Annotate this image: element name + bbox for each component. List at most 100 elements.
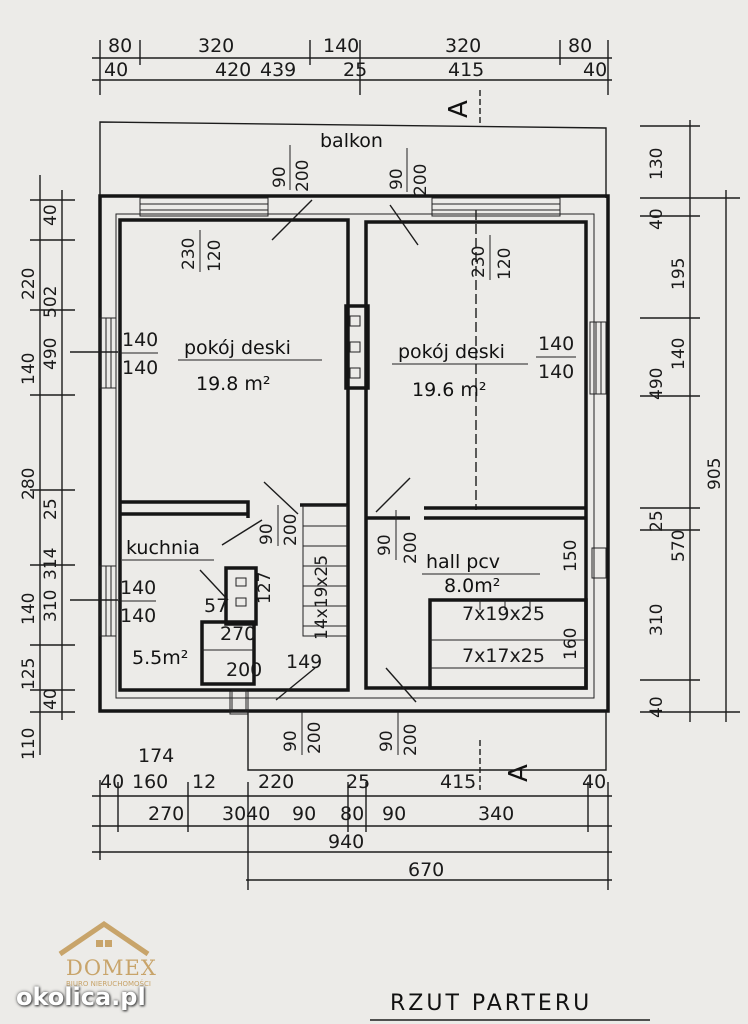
- room-labels: pokój deski 19.8 m² pokój deski 19.6 m² …: [122, 337, 540, 681]
- left-dim-140a: 140: [19, 353, 39, 385]
- bottom-dim-174: 174: [138, 745, 174, 767]
- hall-name: hall pcv: [426, 551, 500, 573]
- left-dim-140b: 140: [19, 593, 39, 625]
- site-name: okolica.pl: [16, 983, 146, 1011]
- right-window-w: 140: [538, 333, 574, 355]
- dim-top-5: 80: [568, 35, 592, 57]
- windows: [99, 197, 607, 713]
- room-left-window-w: 230: [179, 238, 199, 270]
- room-right-window-w: 230: [469, 246, 489, 278]
- left-dim-220: 220: [19, 268, 39, 300]
- right-dim-310: 310: [647, 604, 667, 636]
- dim-top2-5: 415: [448, 59, 484, 81]
- left-inner-25: 25: [41, 498, 61, 520]
- plan-title: RZUT PARTERU: [370, 991, 650, 1021]
- door-left-h: 200: [293, 160, 313, 192]
- left-dim-125: 125: [19, 658, 39, 690]
- right-dim-490: 490: [647, 368, 667, 400]
- left-window-w: 140: [122, 329, 158, 351]
- right-dim-140: 140: [669, 338, 689, 370]
- section-marks: A A: [444, 90, 534, 790]
- plan-title-text: RZUT PARTERU: [390, 991, 592, 1016]
- kitchen-mark-200: 200: [226, 659, 262, 681]
- bottom-dim2-3040: 3040: [222, 803, 270, 825]
- brand-name: DOMEX: [66, 956, 157, 980]
- left-dim-110: 110: [19, 728, 39, 760]
- right-dim-195: 195: [669, 258, 689, 290]
- dim-top-3: 140: [323, 35, 359, 57]
- stairs-hall-lower-label: 7x17x25: [462, 645, 545, 667]
- dim-top2-3: 439: [260, 59, 296, 81]
- door-right-w: 90: [387, 168, 407, 190]
- room-left-area: 19.8 m²: [196, 373, 270, 395]
- dim-top2-2: 420: [215, 59, 251, 81]
- left-window-h: 140: [122, 357, 158, 379]
- house-logo-icon: [58, 920, 150, 957]
- kitchen-name: kuchnia: [126, 537, 200, 559]
- bottom-dim2-90b: 90: [382, 803, 406, 825]
- left-inner-314: 314: [41, 548, 61, 580]
- kitchen-mark-127: 127: [255, 572, 275, 604]
- right-dim-570: 570: [669, 530, 689, 562]
- left-dim-280: 280: [19, 468, 39, 500]
- hall-160: 160: [561, 628, 581, 660]
- door-left-w: 90: [270, 166, 290, 188]
- right-dim-40a: 40: [647, 208, 667, 230]
- right-dim-25: 25: [647, 510, 667, 532]
- right-window-h: 140: [538, 361, 574, 383]
- bottom-dim-25: 25: [346, 771, 370, 793]
- bottom-door-left-h: 200: [305, 722, 325, 754]
- bottom-door-right-h: 200: [401, 724, 421, 756]
- right-dim-130: 130: [647, 148, 667, 180]
- bottom-dim-415: 415: [440, 771, 476, 793]
- hall-door-w: 90: [375, 534, 395, 556]
- outer-walls: [98, 194, 610, 771]
- kitchen-window-h: 140: [120, 605, 156, 627]
- bottom-dim3-940: 940: [328, 831, 364, 853]
- bottom-dim-40b: 40: [582, 771, 606, 793]
- balcony: balkon: [99, 121, 607, 198]
- opening-dimensions: 90 200 90 200 230 120 230 120 140 140 14…: [118, 145, 581, 756]
- left-inner-502: 502: [41, 286, 61, 318]
- room-right-area: 19.6 m²: [412, 379, 486, 401]
- stairs-hall-upper-label: 7x19x25: [462, 603, 545, 625]
- bottom-door-right-w: 90: [377, 730, 397, 752]
- dim-top-2: 320: [198, 35, 234, 57]
- balcony-label: balkon: [320, 130, 383, 152]
- dim-top2-1: 40: [104, 59, 128, 81]
- room-left-window-h: 120: [205, 240, 225, 272]
- bottom-door-left-w: 90: [281, 730, 301, 752]
- room-right-name: pokój deski: [398, 341, 505, 363]
- left-inner-40b: 40: [41, 688, 61, 710]
- kitchen-door-h: 200: [281, 514, 301, 546]
- bottom-dim-40a: 40: [100, 771, 124, 793]
- bottom-dim-160: 160: [132, 771, 168, 793]
- left-inner-310: 310: [41, 590, 61, 622]
- bottom-dim-12: 12: [192, 771, 216, 793]
- dim-top2-6: 40: [583, 59, 607, 81]
- kitchen-mark-57: 57: [204, 595, 228, 617]
- stairs: 14x19x25 7x19x25 7x17x25: [303, 525, 545, 667]
- kitchen-window-w: 140: [120, 577, 156, 599]
- right-dim-905: 905: [705, 458, 725, 490]
- kitchen-mark-149: 149: [286, 651, 322, 673]
- top-dimensions: 80 320 140 320 80 40 420 439 25 415 40: [92, 35, 612, 95]
- stairs-left-label: 14x19x25: [312, 555, 332, 640]
- door-swings: [199, 199, 419, 703]
- bottom-dim4-670: 670: [408, 859, 444, 881]
- right-dim-40b: 40: [647, 696, 667, 718]
- room-right-window-h: 120: [495, 248, 515, 280]
- dim-top2-4: 25: [343, 59, 367, 81]
- interior-walls: [118, 218, 588, 692]
- bottom-dim-220: 220: [258, 771, 294, 793]
- left-inner-40a: 40: [41, 204, 61, 226]
- brand-subtitle: BIURO NIERUCHOMOŚCI: [66, 980, 151, 988]
- section-label-top: A: [444, 100, 474, 118]
- hall-door-h: 200: [401, 532, 421, 564]
- room-left-name: pokój deski: [184, 337, 291, 359]
- kitchen-mark-270: 270: [220, 623, 256, 645]
- left-inner-490: 490: [41, 338, 61, 370]
- bottom-dim2-90a: 90: [292, 803, 316, 825]
- left-dimensions: 220 140 280 140 125 110 40 490 502 25 31…: [19, 175, 118, 760]
